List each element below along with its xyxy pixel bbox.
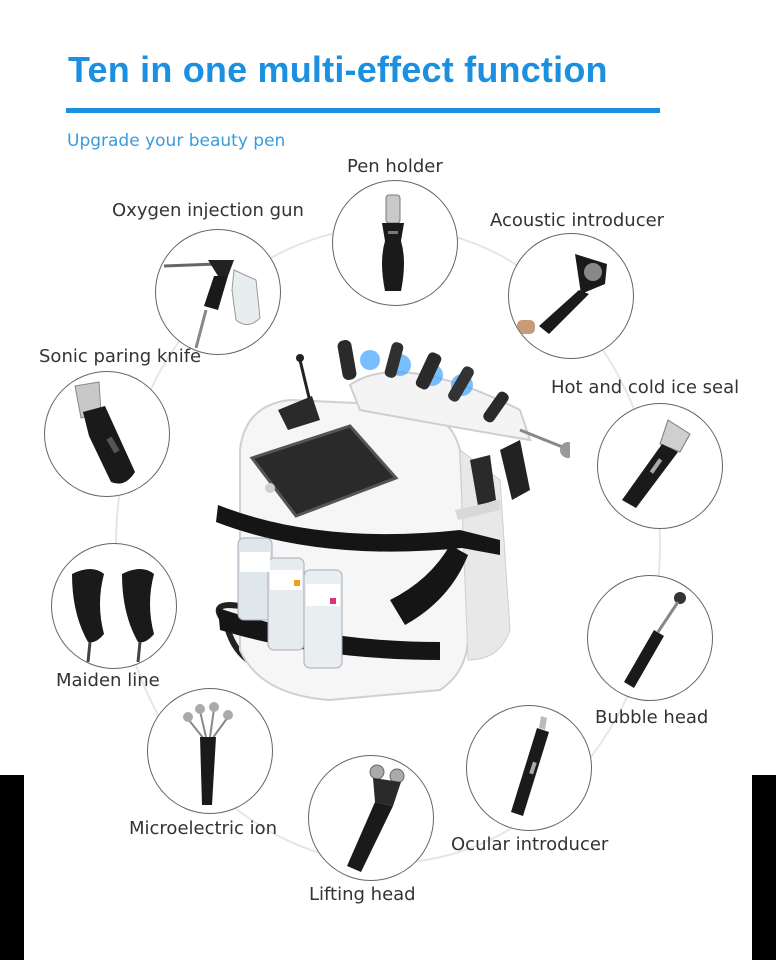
circle-lifting-head	[308, 755, 434, 881]
label-bubble-head: Bubble head	[595, 707, 709, 728]
lifting-roller-icon	[347, 764, 405, 872]
title-underline	[66, 108, 660, 113]
circle-oxygen-injection-gun	[155, 229, 281, 355]
contour-paddle-icon	[72, 569, 154, 663]
circle-acoustic-introducer	[508, 233, 634, 359]
pen-holder-icon	[382, 194, 404, 291]
circle-ocular-introducer	[466, 705, 592, 831]
ice-hammer-icon	[622, 419, 691, 508]
spatula-icon	[74, 381, 135, 484]
left-black-bar	[0, 775, 24, 960]
circle-hot-and-cold-ice-seal	[597, 403, 723, 529]
label-lifting-head: Lifting head	[309, 884, 416, 905]
spray-gun-icon	[163, 260, 261, 349]
circle-pen-holder	[332, 180, 458, 306]
beauty-machine-image	[200, 330, 576, 720]
bubble-wand-icon	[624, 592, 686, 688]
label-acoustic-introducer: Acoustic introducer	[490, 210, 665, 231]
circle-microelectric-ion	[147, 688, 273, 814]
acoustic-probe-icon	[517, 254, 607, 334]
circle-maiden-line	[51, 543, 177, 669]
label-hot-and-cold-ice-seal: Hot and cold ice seal	[551, 377, 740, 398]
circle-bubble-head	[587, 575, 713, 701]
page-title: Ten in one multi-effect function	[68, 49, 608, 90]
ocular-pen-icon	[511, 716, 549, 816]
page-subtitle: Upgrade your beauty pen	[67, 131, 286, 151]
circle-sonic-paring-knife	[44, 371, 170, 497]
label-sonic-paring-knife: Sonic paring knife	[39, 346, 202, 367]
label-oxygen-injection-gun: Oxygen injection gun	[112, 200, 304, 221]
label-pen-holder: Pen holder	[347, 156, 443, 177]
right-black-bar	[752, 775, 776, 960]
label-microelectric-ion: Microelectric ion	[129, 818, 277, 839]
micro-ball-roller-icon	[183, 702, 233, 805]
label-ocular-introducer: Ocular introducer	[451, 834, 609, 855]
label-maiden-line: Maiden line	[56, 670, 160, 691]
